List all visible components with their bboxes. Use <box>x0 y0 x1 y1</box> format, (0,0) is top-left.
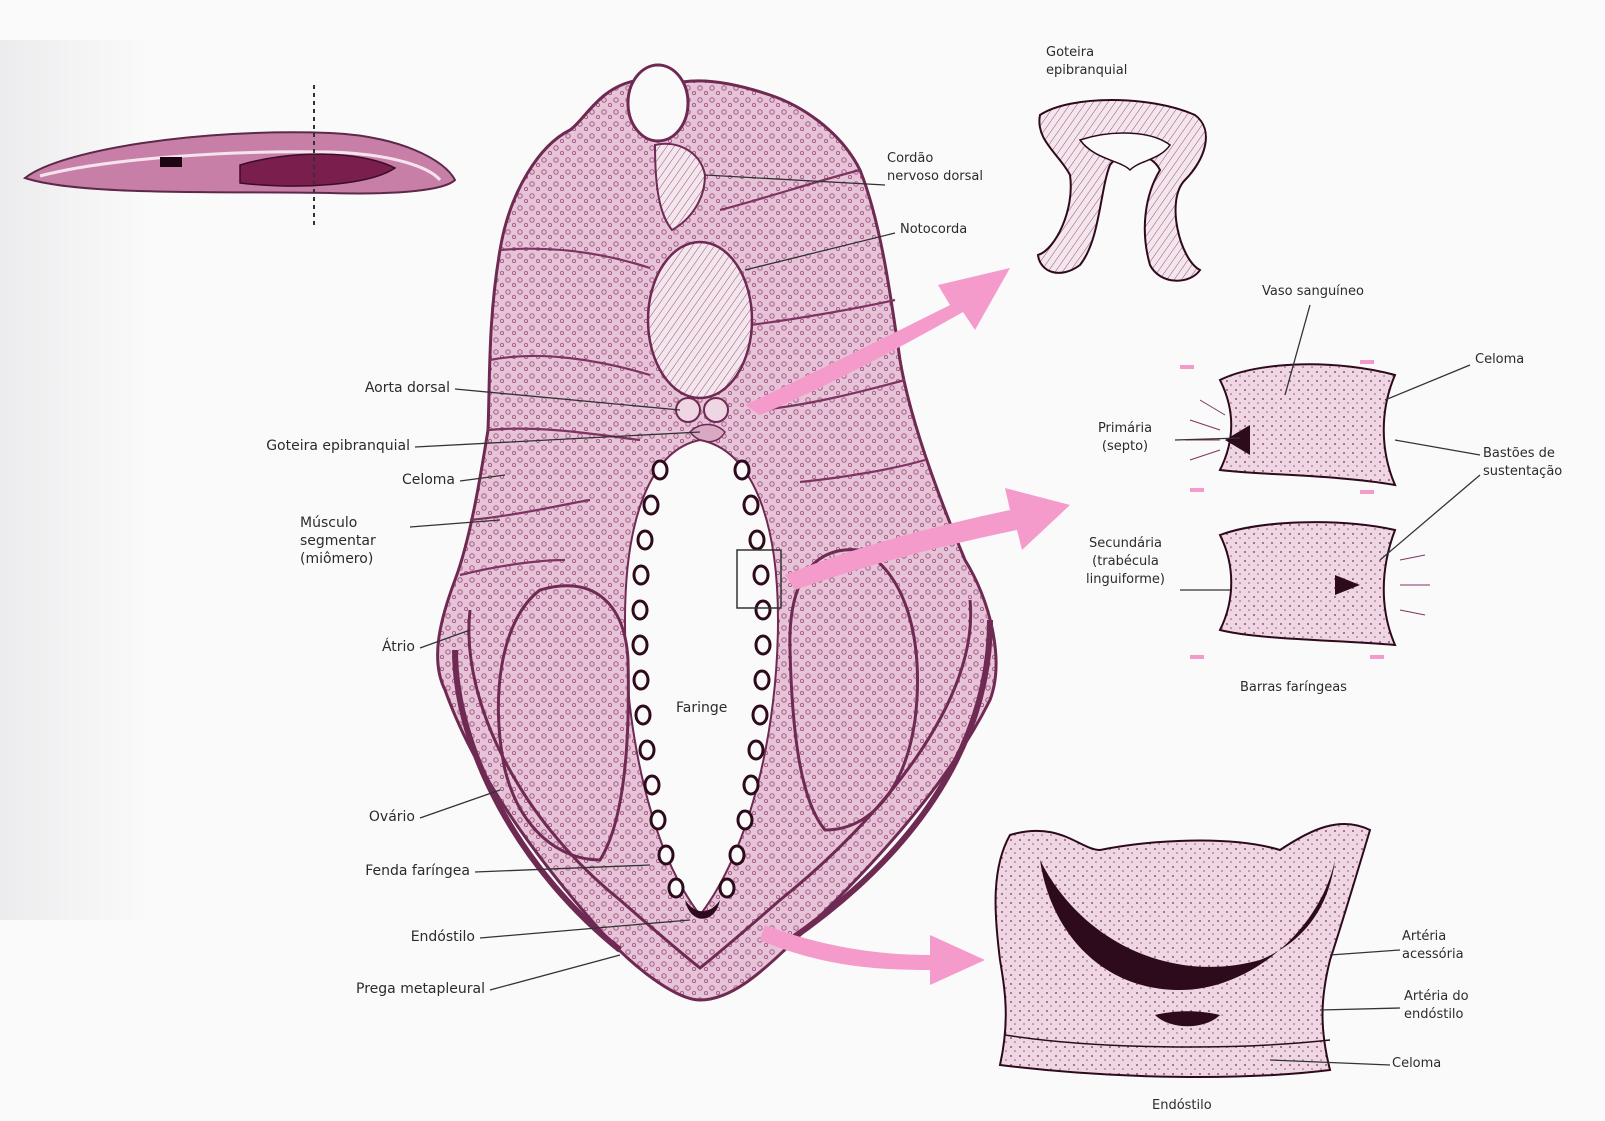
label-atrio: Átrio <box>340 639 415 656</box>
pharyngeal-bars-detail <box>1180 360 1430 659</box>
lancelet-side-view <box>25 85 455 228</box>
label-fenda-faringea: Fenda faríngea <box>300 863 470 880</box>
label-barras-faringeas: Barras faríngeas <box>1240 680 1347 696</box>
label-vaso-sanguineo: Vaso sanguíneo <box>1262 284 1364 300</box>
label-prega-metapleural: Prega metapleural <box>280 981 485 998</box>
endostyle-detail <box>996 824 1370 1077</box>
label-endostilo-left: Endóstilo <box>340 929 475 946</box>
label-primaria-septo: Primária (septo) <box>1075 420 1175 456</box>
label-faringe: Faringe <box>676 700 727 717</box>
label-arteria-endostilo: Artéria do endóstilo <box>1404 988 1469 1024</box>
cross-section <box>438 65 996 1000</box>
label-goteira-epibranquial-top: Goteira epibranquial <box>1046 44 1127 80</box>
label-celoma-left: Celoma <box>340 472 455 489</box>
label-endostilo-bottom: Endóstilo <box>1152 1098 1212 1114</box>
label-bastoes-sustentacao: Bastões de sustentação <box>1483 445 1562 481</box>
label-musculo-segmentar: Músculo segmentar (miômero) <box>300 514 376 568</box>
epibranchial-groove-detail <box>1038 100 1206 281</box>
label-celoma-right-top: Celoma <box>1475 352 1524 368</box>
label-celoma-bottom: Celoma <box>1392 1056 1441 1072</box>
label-notocorda: Notocorda <box>900 222 967 238</box>
label-goteira-epibranquial-left: Goteira epibranquial <box>180 438 410 455</box>
label-arteria-acessoria: Artéria acessória <box>1402 928 1464 964</box>
label-ovario: Ovário <box>320 809 415 826</box>
label-aorta-dorsal: Aorta dorsal <box>300 380 450 397</box>
label-cordao-nervoso-dorsal: Cordão nervoso dorsal <box>887 150 983 186</box>
label-secundaria-trabecula: Secundária (trabécula linguiforme) <box>1068 535 1183 589</box>
